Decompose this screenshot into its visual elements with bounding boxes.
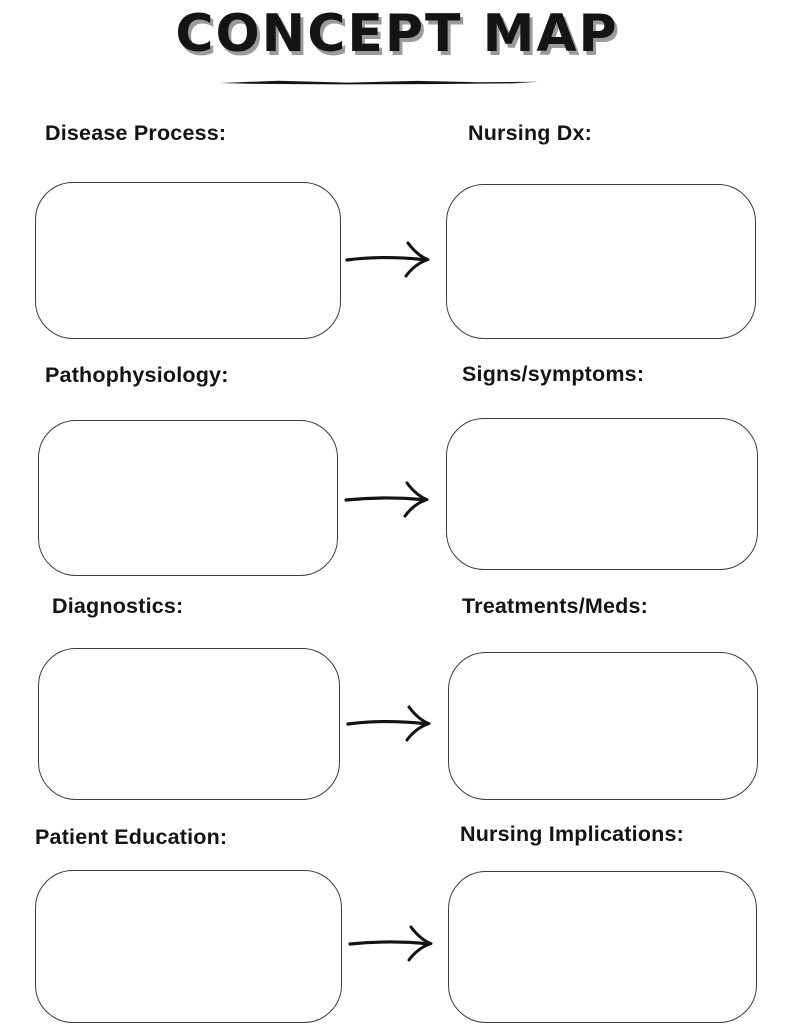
nursing-dx-label: Nursing Dx: [468, 121, 593, 145]
nursing-implications-label: Nursing Implications: [460, 822, 684, 846]
flow-arrow-icon [347, 920, 437, 968]
treatments-meds-label: Treatments/Meds: [462, 594, 649, 618]
pathophysiology-label: Pathophysiology: [45, 363, 229, 387]
title-underline-icon [220, 80, 538, 85]
diagnostics-box[interactable] [38, 648, 340, 800]
signs-symptoms-label: Signs/symptoms: [462, 362, 645, 386]
nursing-implications-box[interactable] [448, 871, 757, 1023]
signs-symptoms-box[interactable] [446, 418, 758, 570]
flow-arrow-icon [344, 236, 434, 284]
page-title: CONCEPT MAP [175, 4, 619, 64]
disease-process-box[interactable] [35, 182, 341, 339]
diagnostics-label: Diagnostics: [52, 594, 184, 618]
nursing-dx-box[interactable] [446, 184, 756, 339]
patient-education-label: Patient Education: [35, 825, 228, 849]
flow-arrow-icon [345, 700, 435, 748]
treatments-meds-box[interactable] [448, 652, 758, 800]
patient-education-box[interactable] [35, 870, 342, 1023]
disease-process-label: Disease Process: [45, 121, 227, 145]
pathophysiology-box[interactable] [38, 420, 338, 576]
flow-arrow-icon [343, 476, 433, 524]
